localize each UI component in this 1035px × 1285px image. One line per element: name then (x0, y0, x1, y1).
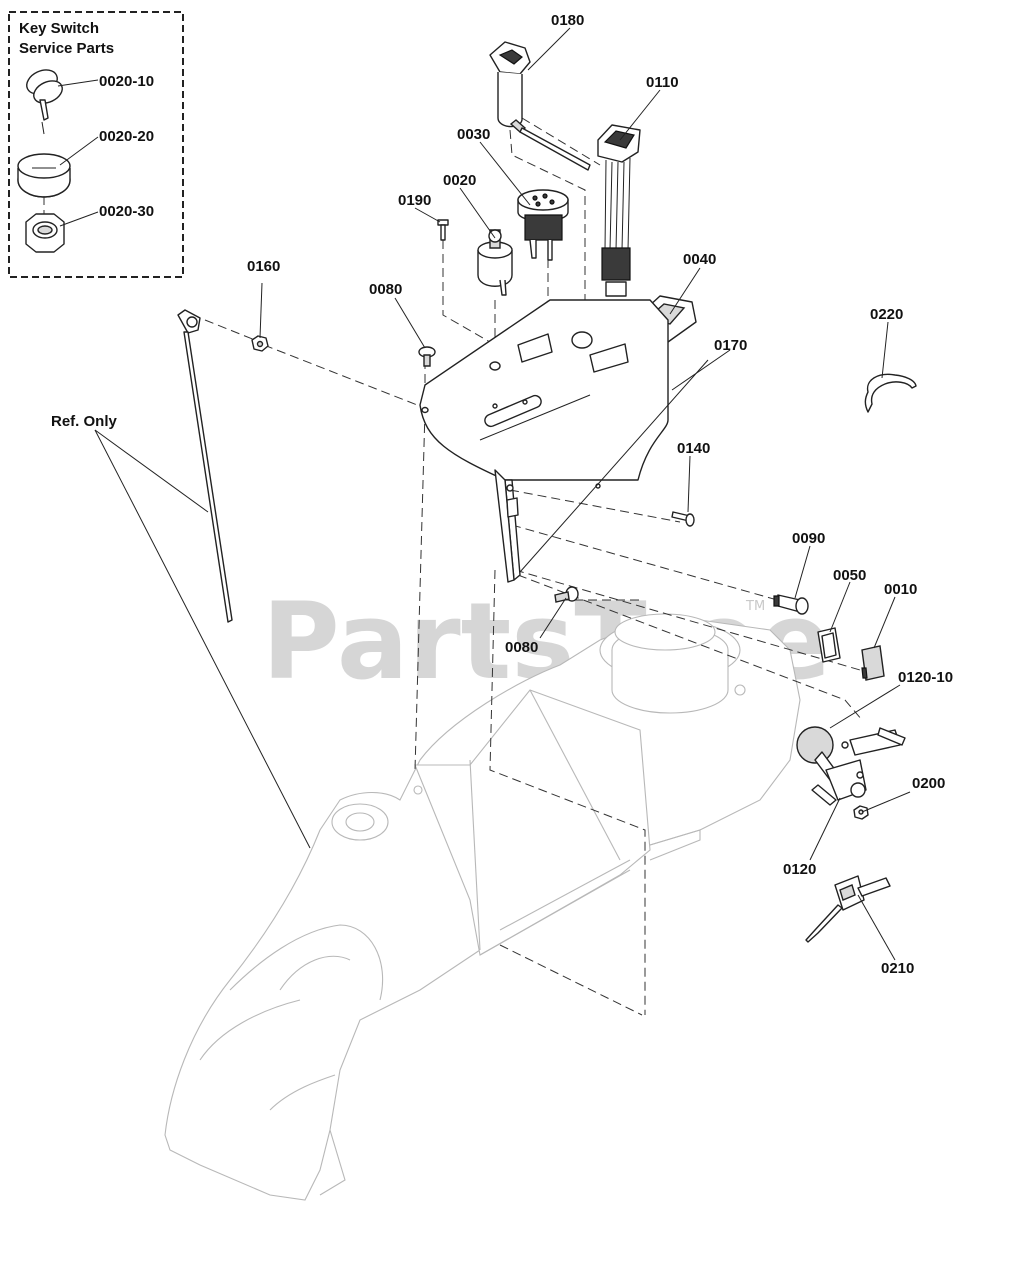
screw-0080-top (418, 346, 436, 367)
label-0020-20[interactable]: 0020-20 (99, 128, 154, 145)
switch-0180 (489, 41, 591, 171)
label-0010[interactable]: 0010 (884, 581, 917, 598)
inset-title-line2: Service Parts (19, 40, 114, 57)
dash-panel-0170 (419, 299, 669, 583)
label-0170[interactable]: 0170 (714, 337, 747, 354)
inset-title-line1: Key Switch (19, 20, 99, 37)
label-0120-10[interactable]: 0120-10 (898, 669, 953, 686)
cover-0010 (861, 645, 885, 681)
screw-0140 (671, 511, 695, 527)
strap-0220 (864, 373, 917, 413)
label-0080-top[interactable]: 0080 (369, 281, 402, 298)
label-0200[interactable]: 0200 (912, 775, 945, 792)
watermark-trademark: TM (745, 599, 765, 614)
label-0050[interactable]: 0050 (833, 567, 866, 584)
label-0110[interactable]: 0110 (646, 74, 679, 91)
label-0080-bottom[interactable]: 0080 (505, 639, 538, 656)
nut-0200 (853, 805, 869, 820)
screw-0190 (437, 219, 449, 241)
connector-harness-0110 (597, 124, 641, 297)
label-0180[interactable]: 0180 (551, 12, 584, 29)
label-0090[interactable]: 0090 (792, 530, 825, 547)
gasket-0050 (817, 627, 841, 663)
nut-0160 (251, 335, 269, 352)
label-0020-30[interactable]: 0020-30 (99, 203, 154, 220)
switch-0030 (517, 189, 569, 261)
key-icon (26, 69, 63, 135)
label-ref-only[interactable]: Ref. Only (51, 413, 118, 430)
hex-nut-icon (25, 213, 65, 253)
switch-0210 (805, 875, 891, 943)
label-0220[interactable]: 0220 (870, 306, 903, 323)
label-0190[interactable]: 0190 (398, 192, 431, 209)
ref-only-cable-rod (177, 309, 233, 623)
leader-lines (94, 27, 911, 961)
label-0210[interactable]: 0210 (881, 960, 914, 977)
label-0020-10[interactable]: 0020-10 (99, 73, 154, 90)
indicator-light-0090 (773, 594, 809, 615)
label-0020[interactable]: 0020 (443, 172, 476, 189)
label-0040[interactable]: 0040 (683, 251, 716, 268)
switch-cap-icon (17, 153, 71, 198)
label-0030[interactable]: 0030 (457, 126, 490, 143)
seat-pan-housing-reference (164, 613, 801, 1201)
lever-assembly-0120 (796, 726, 906, 806)
label-0120[interactable]: 0120 (783, 861, 816, 878)
label-0160[interactable]: 0160 (247, 258, 280, 275)
label-0140[interactable]: 0140 (677, 440, 710, 457)
key-switch-0020 (477, 229, 513, 296)
key-switch-service-parts-box: Key Switch Service Parts 0020-10 0020-20 (8, 11, 184, 278)
